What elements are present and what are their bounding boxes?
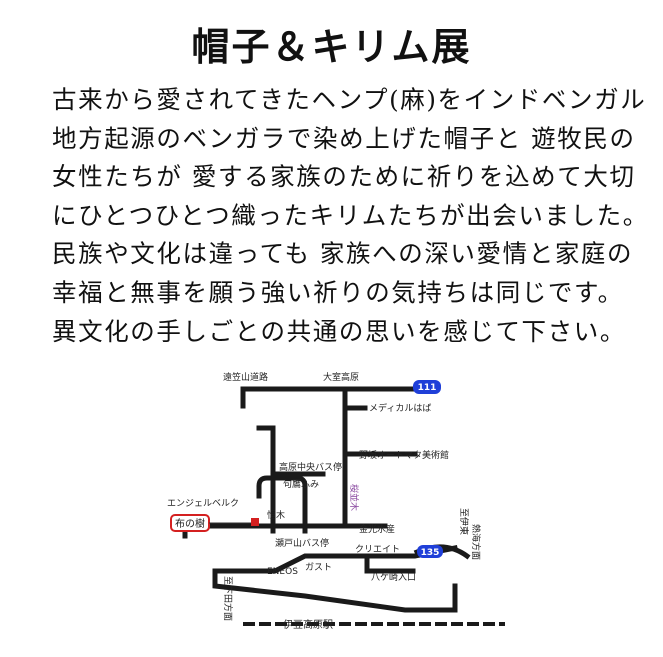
label-gusto: ガスト	[305, 562, 332, 573]
label-bus-sedoyama: 瀬戸山バス停	[275, 537, 329, 549]
label-hachigasaki: 八ケ崎入口	[371, 571, 416, 583]
route-111-sign: 111	[413, 380, 441, 394]
label-angel: エンジェルベルク	[167, 498, 239, 509]
label-izu-skyline: 遠笠山道路	[223, 371, 268, 383]
description-line: 女性たちが 愛する家族のために祈りを込めて大切	[52, 162, 636, 192]
description-line: 地方起源のベンガラで染め上げた帽子と 遊牧民の	[52, 123, 636, 153]
label-ito: 至伊東	[458, 508, 470, 535]
description-line: 異文化の手しごとの共通の思いを感じて下さい。	[52, 316, 626, 346]
shop-marker	[251, 518, 259, 526]
label-sakura: 桜並木	[348, 484, 360, 511]
label-omuro: 大室高原	[323, 371, 359, 383]
description-text: 古来から愛されてきたヘンプ(麻)をインドベンガル 地方起源のベンガラで染め上げた…	[52, 81, 652, 351]
road-hachigasaki	[364, 553, 416, 574]
label-bus-chuo: 高原中央バス停	[279, 461, 342, 473]
access-map: 111 135 遠笠山道路 大室高原 メディカルはば 野坂オートマタ美術館 高原…	[155, 366, 515, 656]
description-line: 古来から愛されてきたヘンプ(麻)をインドベンガル	[52, 85, 647, 114]
exhibition-title: 帽子＆キリム展	[191, 25, 472, 69]
label-atami: 熱海方面	[470, 524, 482, 560]
label-eneos: ENEOS	[267, 567, 298, 577]
label-station: 伊豆高原駅	[283, 618, 333, 631]
label-museum: 野坂オートマタ美術館	[359, 449, 449, 461]
label-fumi: 句鷹ふみ	[283, 478, 319, 490]
description-line: 民族や文化は違っても 家族への深い愛情と家庭の	[52, 239, 634, 269]
road-loop	[256, 475, 308, 534]
description-line: にひとつひとつ織ったキリムたちが出会いました。	[52, 200, 649, 230]
label-kiwood: 恒木	[267, 509, 285, 521]
label-kinko: 金光水産	[359, 523, 395, 535]
route-135-label: 135	[421, 548, 440, 558]
description-line: 幸福と無事を願う強い祈りの気持ちは同じです。	[52, 277, 624, 307]
road-middle	[182, 523, 388, 539]
label-shimoda: 至下田方面	[222, 576, 234, 621]
label-nunonoki: 布の樹	[175, 517, 205, 530]
route-111-label: 111	[418, 383, 437, 393]
label-create: クリエイト	[355, 544, 400, 555]
route-135-sign: 135	[417, 545, 443, 558]
label-medical: メディカルはば	[369, 402, 431, 414]
road-bottom	[212, 568, 458, 613]
